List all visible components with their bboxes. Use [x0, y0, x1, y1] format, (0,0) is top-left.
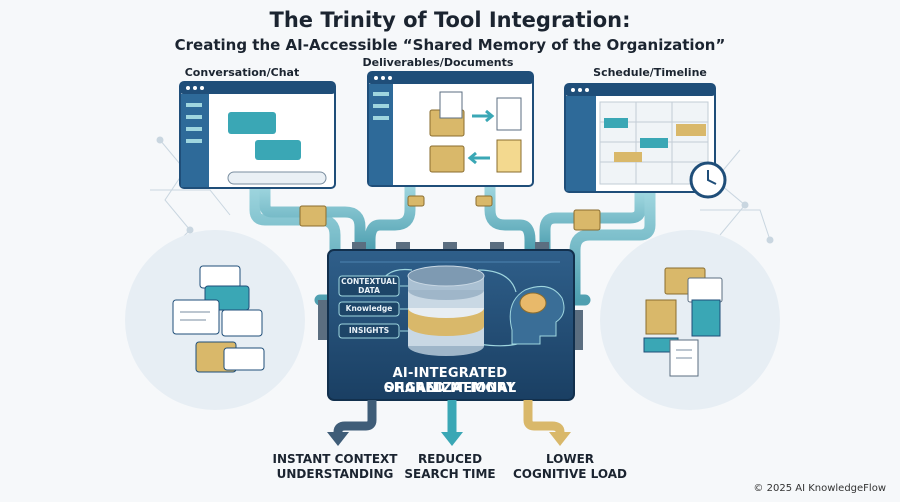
outcome-1-line2: UNDERSTANDING	[276, 467, 394, 481]
outcome-1-line1: INSTANT CONTEXT	[272, 452, 398, 466]
tag-contextual-data: CONTEXTUAL DATA	[339, 277, 399, 295]
outcome-3-line2: COGNITIVE LOAD	[512, 467, 628, 481]
outcome-2-line1: REDUCED	[417, 452, 483, 466]
pipe-connectors	[318, 242, 583, 350]
output-arrows	[327, 400, 571, 446]
core-title-line1: AI-INTEGRATED ORGANIZATIONAL	[383, 366, 517, 396]
ai-brain-head-icon	[509, 285, 565, 345]
pipe-couplings	[299, 195, 601, 231]
database-icon	[407, 265, 485, 356]
tag-knowledge: Knowledge	[345, 304, 393, 313]
page-subtitle: Creating the AI-Accessible “Shared Memor…	[174, 36, 726, 54]
tag-contextual-line1: CONTEXTUAL	[341, 277, 397, 286]
outcome-instant-context: INSTANT CONTEXT UNDERSTANDING	[255, 452, 415, 482]
tag-contextual-line2: DATA	[358, 286, 380, 295]
outcome-reduced-search: REDUCED SEARCH TIME	[380, 452, 520, 482]
outcome-3-line1: LOWER	[545, 452, 595, 466]
chat-window	[179, 81, 336, 189]
shared-memory-core	[327, 249, 575, 401]
outcome-lower-cognitive-load: LOWER COGNITIVE LOAD	[490, 452, 650, 482]
page-title: The Trinity of Tool Integration:	[269, 8, 631, 32]
schedule-window	[564, 83, 727, 199]
left-chat-bubbles	[172, 265, 265, 373]
background-circuitry	[150, 136, 774, 261]
tag-insights: INSIGHTS	[348, 326, 390, 335]
core-title-line2: SHARED MEMORY	[384, 381, 516, 396]
documents-window	[367, 71, 534, 187]
copyright-footer: © 2025 AI KnowledgeFlow	[753, 483, 886, 494]
conversation-label: Conversation/Chat	[184, 66, 300, 79]
right-glow	[600, 230, 780, 410]
right-document-cluster	[643, 267, 723, 377]
schedule-label: Schedule/Timeline	[593, 66, 707, 79]
deliverables-label: Deliverables/Documents	[362, 56, 514, 69]
outcome-2-line2: SEARCH TIME	[404, 467, 496, 481]
